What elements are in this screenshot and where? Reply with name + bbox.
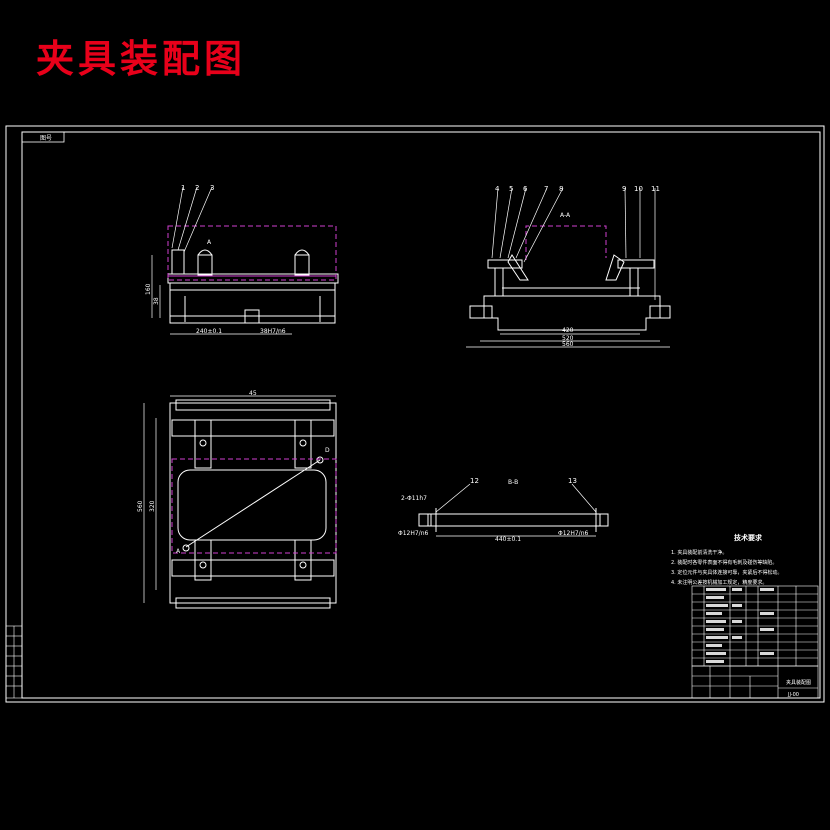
top-dim-left: 560 <box>137 500 144 512</box>
tech-line-2: 2. 装配时各零件表面不得有毛刺及碰伤等缺陷。 <box>671 559 777 566</box>
side-balloon-4: 4 <box>495 185 500 193</box>
side-dim-outer: 560 <box>562 341 574 348</box>
side-section-view: 4 5 6 7 8 9 10 11 A-A 420 520 560 <box>466 185 671 348</box>
front-view: 1 2 3 A 160 38 240±0.1 38H7/n6 <box>145 184 339 335</box>
side-section-label: A-A <box>560 212 571 219</box>
top-marker-d: D <box>325 447 330 454</box>
title-block-code: JJ-00 <box>787 692 799 698</box>
side-dim-mid: 520 <box>562 335 574 342</box>
tech-line-4: 4. 未注明公差按机械加工规定，精度要求。 <box>671 579 767 586</box>
detail-dim-left-bottom: Φ12H7/n6 <box>398 530 429 537</box>
side-balloon-9: 9 <box>622 185 626 193</box>
tech-requirements: 技术要求 1. 夹具装配前清洗干净。 2. 装配时各零件表面不得有毛刺及碰伤等缺… <box>671 533 782 586</box>
detail-dim-right: Φ12H7/n6 <box>558 530 589 537</box>
side-dim-inner: 420 <box>562 327 574 334</box>
side-balloon-7: 7 <box>544 185 548 193</box>
side-balloon-6: 6 <box>523 185 528 193</box>
front-balloon-1: 1 <box>181 184 185 192</box>
parts-list <box>691 585 819 667</box>
tech-line-3: 3. 定位元件与夹具体连接可靠，夹紧后不得松动。 <box>671 569 782 576</box>
tech-line-1: 1. 夹具装配前清洗干净。 <box>671 549 727 556</box>
drawing-title: 夹具装配图 <box>36 37 247 81</box>
front-dim-bottom-left: 240±0.1 <box>196 328 222 335</box>
left-margin-strip <box>5 625 23 699</box>
drawing-frame <box>5 125 825 703</box>
front-section-mark: A <box>207 239 212 246</box>
front-balloon-3: 3 <box>210 184 214 192</box>
front-dim-height: 160 <box>145 283 152 295</box>
top-dim-left2: 320 <box>149 500 156 512</box>
title-block-name: 夹具装配图 <box>786 679 811 686</box>
parts-list-fills <box>706 588 774 663</box>
side-balloon-10: 10 <box>634 185 643 193</box>
detail-dim-center: 440±0.1 <box>495 536 521 543</box>
detail-view: 12 13 B-B 2-Φ11h7 Φ12H7/n6 440±0.1 Φ12H7… <box>398 477 609 543</box>
front-balloon-2: 2 <box>195 184 199 192</box>
side-balloon-11: 11 <box>651 185 660 193</box>
tech-heading: 技术要求 <box>734 533 763 542</box>
top-marker-a: A <box>176 548 181 555</box>
detail-section-label: B-B <box>508 479 518 486</box>
detail-balloon-13: 13 <box>568 477 577 485</box>
frame-corner-label: 图号 <box>40 135 52 142</box>
detail-balloon-12: 12 <box>470 477 479 485</box>
side-balloon-8: 8 <box>559 185 563 193</box>
front-dim-bottom-right: 38H7/n6 <box>260 328 286 335</box>
title-block <box>691 665 819 699</box>
detail-dim-left-top: 2-Φ11h7 <box>401 495 427 502</box>
top-dim-top: 45 <box>249 390 257 397</box>
side-balloon-5: 5 <box>509 185 513 193</box>
front-dim-height2: 38 <box>153 297 160 305</box>
top-view: 45 560 320 D A <box>137 390 337 609</box>
